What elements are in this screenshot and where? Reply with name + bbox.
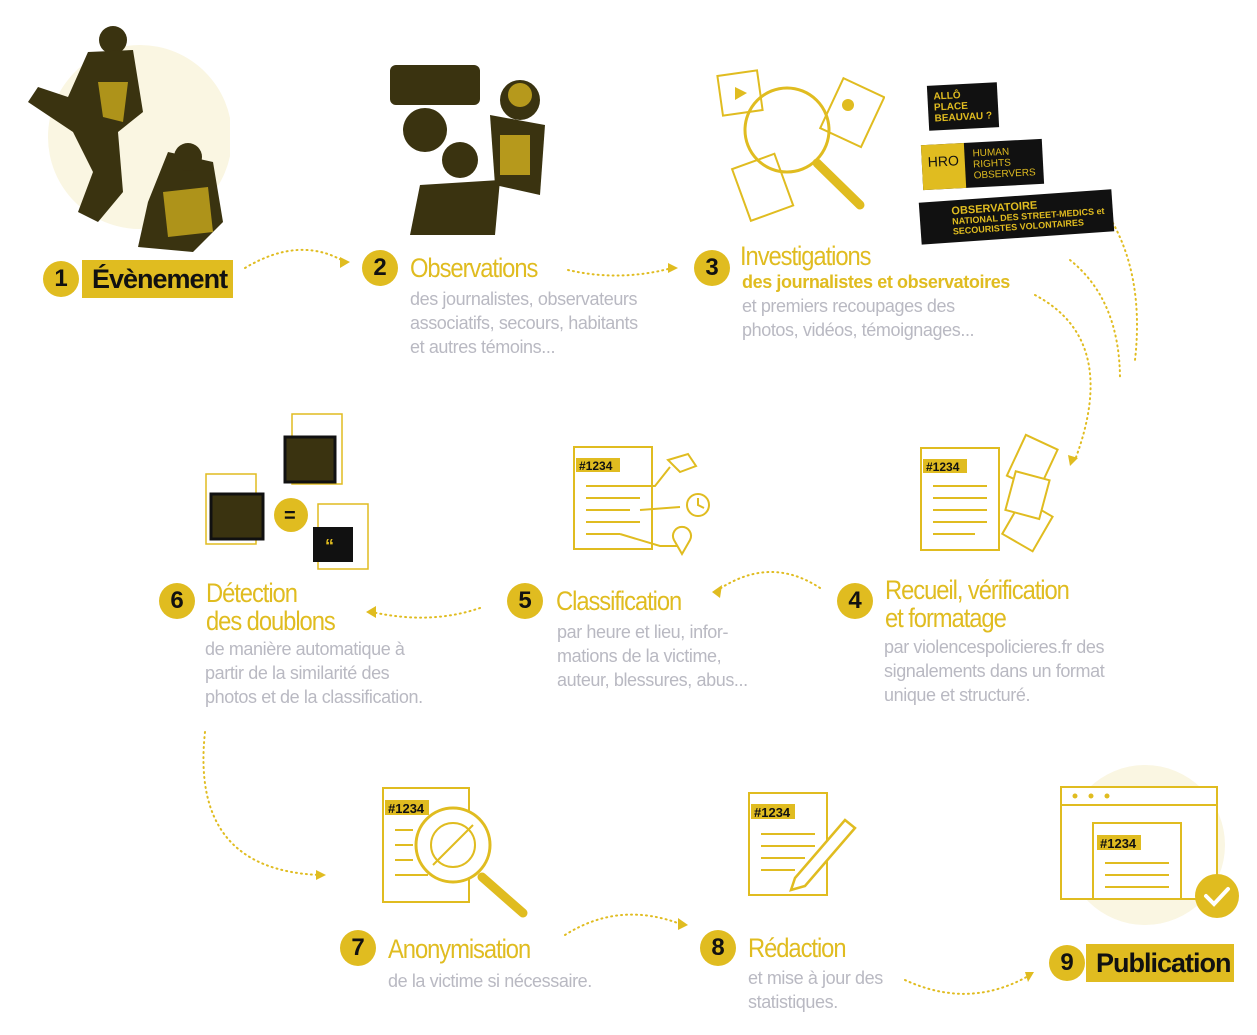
desc-line: mations de la victime,: [557, 646, 722, 666]
step-5-number: 5: [507, 583, 543, 619]
step-7-title: Anonymisation: [388, 934, 531, 964]
step-8-number: 8: [700, 930, 736, 966]
desc-line: statistiques.: [748, 992, 838, 1012]
step-6-title: Détection des doublons: [206, 578, 336, 636]
title-line: des doublons: [206, 606, 336, 636]
step-1-title: Évènement: [82, 260, 233, 298]
desc-line: photos, vidéos, témoignages...: [742, 320, 975, 340]
step-4-number: 4: [837, 583, 873, 619]
step-2-description: des journalistes, observateurs associati…: [410, 287, 638, 359]
step-1-number: 1: [43, 261, 79, 297]
step-3-title: Investigations: [740, 241, 872, 271]
redaction-icon: #1234: [748, 792, 857, 896]
classification-icon: #1234: [573, 446, 710, 557]
duplicate-detection-icon: “ =: [205, 412, 375, 572]
arrow-7-8: [564, 913, 684, 936]
tag-label: #1234: [926, 460, 960, 474]
arrow-3-4: [1034, 294, 1092, 461]
step-5-title: Classification: [556, 586, 682, 616]
document-icon: #1234: [920, 433, 1059, 553]
desc-line: et premiers recoupages des: [742, 296, 955, 316]
logo-human-rights-observers: HRO HUMAN RIGHTS OBSERVERS: [920, 138, 1045, 191]
desc-line: unique et structuré.: [884, 685, 1031, 705]
arrow-4-5: [717, 571, 821, 591]
arrow-8-9: [904, 974, 1031, 995]
arrow-1-2: [244, 248, 346, 269]
step-6-description: de manière automatique à partir de la si…: [205, 637, 423, 709]
step-8-description: et mise à jour des statistiques.: [748, 966, 883, 1014]
step-4-title: Recueil, vérification et formatage: [885, 575, 1070, 633]
desc-line: auteur, blessures, abus...: [557, 670, 748, 690]
desc-line: de manière automatique à: [205, 639, 405, 659]
equals-icon: =: [284, 505, 296, 527]
desc-line: signalements dans un format: [884, 661, 1105, 681]
magnifier-icon: [716, 69, 885, 223]
location-pin-icon: [672, 525, 692, 557]
step-3-description: et premiers recoupages des photos, vidéo…: [742, 294, 975, 342]
desc-line: et mise à jour des: [748, 968, 883, 988]
step-9-number: 9: [1049, 945, 1085, 981]
tag-label: #1234: [754, 805, 791, 820]
tag-label: #1234: [579, 459, 613, 473]
step-8-title: Rédaction: [748, 933, 847, 963]
clock-icon: [686, 493, 710, 517]
document-icon: “ =: [205, 413, 369, 570]
tag-label: #1234: [1100, 836, 1137, 851]
arrow-2-3: [567, 267, 673, 277]
title-line: et formatage: [885, 603, 1007, 633]
step-4-description: par violencespolicieres.fr des signaleme…: [884, 635, 1105, 707]
arrow-6-7: [202, 731, 321, 876]
step-6-number: 6: [159, 583, 195, 619]
desc-line: photos et de la classification.: [205, 687, 423, 707]
arrow-3-4-b: [1069, 259, 1121, 381]
step-7-number: 7: [340, 930, 376, 966]
title-line: Détection: [206, 578, 298, 608]
desc-line: de la victime si nécessaire.: [388, 971, 592, 991]
quote-icon: “: [325, 536, 334, 556]
step-2-number: 2: [362, 250, 398, 286]
tag-icon: [666, 452, 698, 474]
step-2-title: Observations: [410, 253, 538, 283]
protest-illustration: [28, 26, 230, 252]
desc-line: par heure et lieu, infor-: [557, 622, 729, 642]
title-line: Recueil, vérification: [885, 575, 1070, 605]
arrow-5-6: [371, 607, 481, 619]
logo-mark: HRO: [920, 142, 967, 191]
logo-allo-place-beauvau: ALLÔ PLACE BEAUVAU ?: [926, 82, 999, 131]
step-3-subtitle: des journalistes et observatoires: [742, 272, 1010, 292]
step-7-description: de la victime si nécessaire.: [388, 969, 592, 993]
step-5-description: par heure et lieu, infor- mations de la …: [557, 620, 748, 692]
camera-crew-illustration: [390, 65, 545, 235]
logo-text: OBSERVERS: [973, 167, 1036, 182]
desc-line: des journalistes, observateurs: [410, 289, 638, 309]
pen-icon: [789, 818, 857, 892]
step-9-title: Publication: [1086, 944, 1234, 982]
anonymisation-icon: #1234: [382, 787, 528, 918]
browser-window-icon: #1234: [1060, 765, 1239, 925]
desc-line: associatifs, secours, habitants: [410, 313, 638, 333]
desc-line: par violencespolicieres.fr des: [884, 637, 1105, 657]
step-3-number: 3: [694, 250, 730, 286]
check-icon: [1204, 887, 1230, 907]
tag-label: #1234: [388, 801, 425, 816]
desc-line: partir de la similarité des: [205, 663, 390, 683]
desc-line: et autres témoins...: [410, 337, 556, 357]
logo-text: BEAUVAU ?: [934, 110, 993, 125]
